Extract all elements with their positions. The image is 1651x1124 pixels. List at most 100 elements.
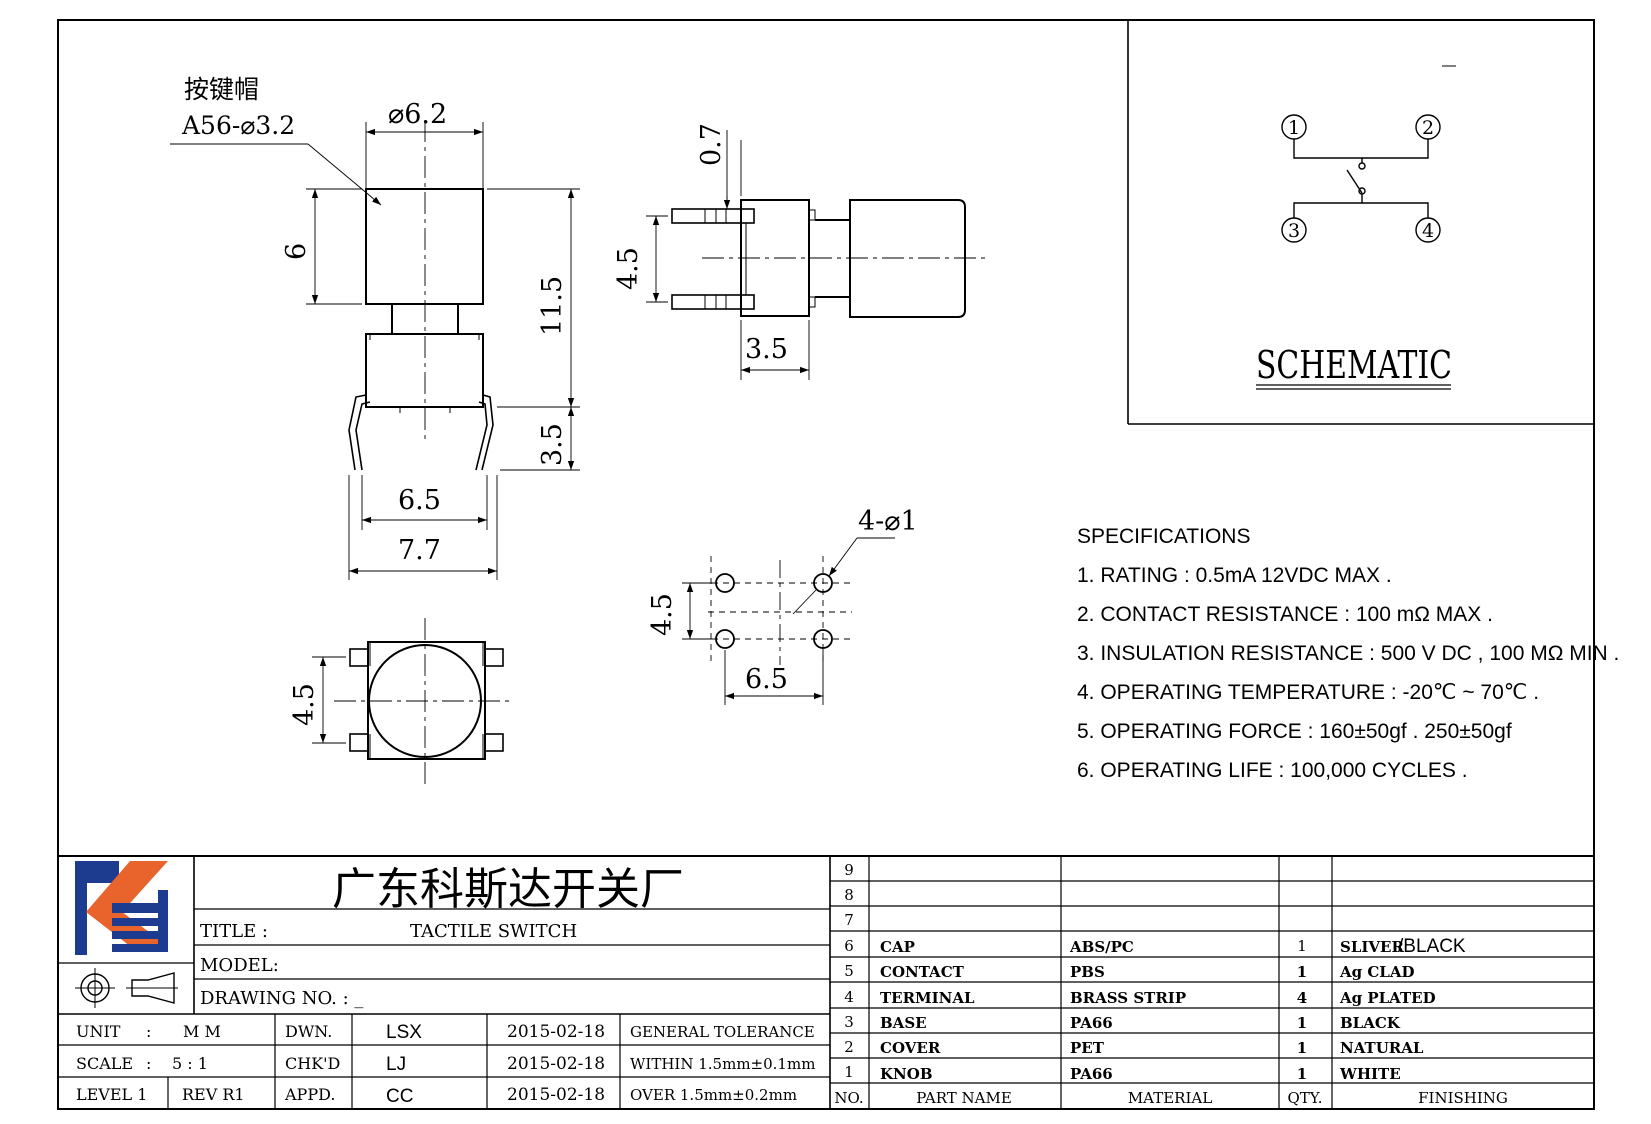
scale-label: SCALE: [76, 1054, 133, 1073]
bom-row-6-name: CAP: [880, 938, 915, 956]
pcb-hole-2: [813, 573, 833, 593]
bom-header-name: PART NAME: [916, 1089, 1012, 1107]
bom-row-1-finishing: WHITE: [1339, 1065, 1401, 1083]
spec-item-2: 2. CONTACT RESISTANCE : 100 mΩ MAX .: [1077, 603, 1493, 626]
front-view: [170, 120, 580, 580]
bom-row-2-qty: 1: [1297, 1039, 1307, 1057]
bom-row-5-finishing: Ag CLAD: [1339, 963, 1414, 981]
title-label: TITLE :: [200, 921, 268, 942]
model-label: MODEL:: [200, 955, 279, 976]
company-name: 广东科斯达开关厂: [332, 864, 684, 915]
appd-date: 2015-02-18: [507, 1085, 605, 1105]
schematic-pin-1-label: 1: [1288, 117, 1300, 139]
pcb-hole-3: [715, 629, 735, 649]
bom-row-3-material: PA66: [1070, 1014, 1113, 1032]
dim-pin-length: 3.5: [537, 423, 568, 466]
drawing-no-label: DRAWING NO. : _: [200, 988, 363, 1009]
tolerance-within: WITHIN 1.5mm±0.1mm: [630, 1055, 815, 1073]
bom-row-5-name: CONTACT: [880, 963, 965, 981]
bom-row-3-name: BASE: [880, 1014, 927, 1032]
bom-header-material: MATERIAL: [1128, 1089, 1212, 1107]
bottom-body: [367, 641, 486, 760]
tolerance-heading: GENERAL TOLERANCE: [630, 1023, 815, 1041]
chk-label: CHK'D: [285, 1054, 340, 1073]
title-value: TACTILE SWITCH: [410, 921, 577, 942]
spec-item-1: 1. RATING : 0.5mA 12VDC MAX .: [1077, 564, 1392, 587]
appd-name: CC: [386, 1086, 413, 1107]
dwn-date: 2015-02-18: [507, 1022, 605, 1042]
bom-row-3-no: 3: [844, 1013, 854, 1031]
pcb-layout: [682, 537, 895, 705]
title-block-grid: [58, 855, 1594, 1109]
dim-side-pitch: 4.5: [613, 247, 644, 290]
appd-label: APPD.: [284, 1085, 335, 1104]
bom-row-5-no: 5: [844, 962, 854, 980]
cap-note-line1: 按键帽: [184, 75, 259, 104]
tolerance-over: OVER 1.5mm±0.2mm: [630, 1086, 797, 1104]
side-cap: [849, 199, 966, 318]
bom-header-qty: QTY.: [1287, 1089, 1322, 1107]
front-left-lead: [348, 394, 371, 471]
bom-row-6-material: ABS/PC: [1069, 938, 1134, 956]
chk-date: 2015-02-18: [507, 1054, 605, 1074]
dim-top-diameter: ⌀6.2: [388, 99, 447, 130]
dim-total-height: 11.5: [537, 276, 568, 336]
company-logo: [75, 861, 168, 955]
bom-row-4-qty: 4: [1297, 989, 1307, 1007]
bom-row-5-qty: 1: [1297, 963, 1307, 981]
schematic-pin-3-label: 3: [1288, 220, 1300, 242]
schematic-upper-wire: [1293, 139, 1429, 159]
dim-lead-span: 7.7: [398, 535, 441, 566]
dim-bottom-pitch: 4.5: [289, 683, 320, 726]
side-body: [740, 199, 810, 317]
bom-header-finishing: FINISHING: [1418, 1089, 1508, 1107]
dwn-name: LSX: [386, 1022, 422, 1043]
pcb-hole-1: [715, 573, 735, 593]
bom-row-8-no: 8: [844, 886, 854, 904]
spec-item-4: 4. OPERATING TEMPERATURE : -20℃ ~ 70℃ .: [1077, 681, 1539, 704]
chk-name: LJ: [386, 1054, 406, 1075]
bom-row-2-no: 2: [844, 1038, 854, 1056]
bom-row-4-finishing: Ag PLATED: [1339, 989, 1436, 1007]
dim-body-width: 6.5: [398, 485, 441, 516]
bom-row-4-no: 4: [844, 988, 854, 1006]
bom-row-3-qty: 1: [1297, 1014, 1307, 1032]
bom-row-6-finishing-b: /BLACK: [1398, 936, 1466, 957]
side-view: [646, 130, 985, 380]
dim-side-depth: 3.5: [745, 334, 788, 365]
bom-row-4-material: BRASS STRIP: [1070, 989, 1186, 1007]
bom-row-7-no: 7: [844, 911, 854, 929]
bom-row-6-no: 6: [844, 937, 854, 955]
bom-header-no: NO.: [834, 1089, 863, 1107]
sheet-border: [57, 19, 1595, 1110]
dim-cap-height: 6: [281, 243, 312, 260]
dim-pcb-h: 6.5: [745, 664, 788, 695]
unit-value: M M: [183, 1022, 221, 1041]
spec-item-3: 3. INSULATION RESISTANCE : 500 V DC , 10…: [1077, 642, 1619, 665]
bom-row-2-material: PET: [1070, 1039, 1105, 1057]
front-cap: [365, 188, 484, 305]
schematic-panel: [1127, 20, 1594, 425]
spec-item-6: 6. OPERATING LIFE : 100,000 CYCLES .: [1077, 759, 1468, 782]
unit-colon: :: [146, 1022, 151, 1041]
projection-symbol: [75, 968, 178, 1008]
bom-row-1-name: KNOB: [880, 1065, 933, 1083]
bottom-view: [312, 618, 512, 785]
front-right-lead: [475, 394, 494, 471]
side-pin-top: [671, 208, 755, 224]
scale-value: 5 : 1: [172, 1054, 208, 1073]
schematic-pin-4-label: 4: [1422, 220, 1434, 242]
bom-row-9-no: 9: [844, 861, 854, 879]
specs-heading: SPECIFICATIONS: [1077, 525, 1250, 548]
spec-item-5: 5. OPERATING FORCE : 160±50gf . 250±50gf: [1077, 720, 1512, 743]
schematic-lower-wire: [1293, 202, 1429, 218]
bom-row-2-finishing: NATURAL: [1340, 1039, 1424, 1057]
bom-row-1-qty: 1: [1297, 1065, 1307, 1083]
schematic-title: SCHEMATIC: [1256, 343, 1452, 387]
bom-row-6-finishing: SLIVER: [1340, 938, 1404, 956]
pcb-hole-4: [813, 629, 833, 649]
bom-row-4-name: TERMINAL: [880, 989, 975, 1007]
schematic-pin-2-label: 2: [1422, 117, 1434, 139]
cap-note-line2: A56-⌀3.2: [181, 111, 295, 140]
bom-row-1-material: PA66: [1070, 1065, 1113, 1083]
